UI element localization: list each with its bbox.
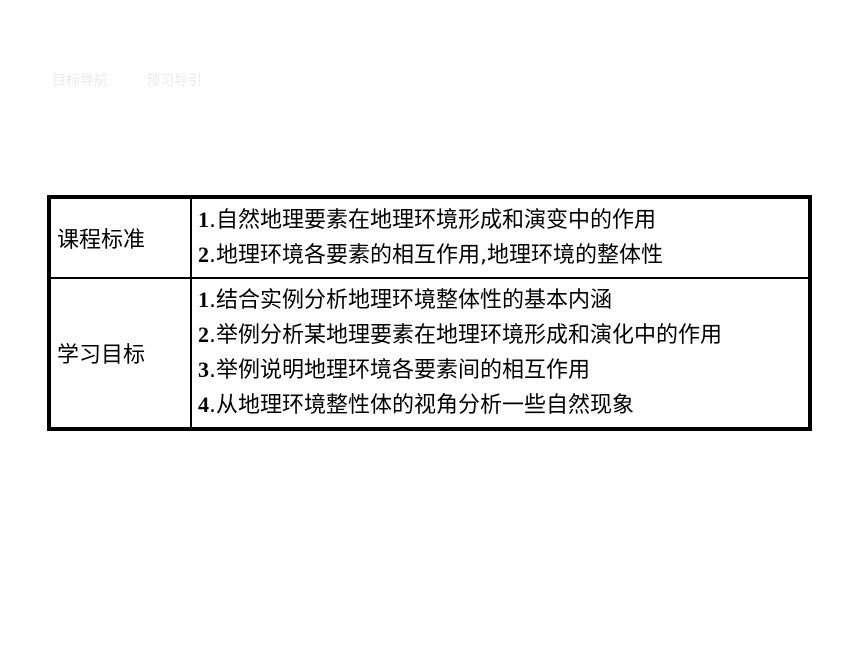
- list-item: 1.自然地理要素在地理环境形成和演变中的作用: [198, 207, 656, 233]
- row-content-goals: 1.结合实例分析地理环境整体性的基本内涵 2.举例分析某地理要素在地理环境形成和…: [190, 277, 811, 430]
- list-item: 2.举例分析某地理要素在地理环境形成和演化中的作用: [198, 322, 722, 348]
- row-label-goals: 学习目标: [48, 277, 192, 430]
- row-label-curriculum: 课程标准: [48, 196, 192, 279]
- list-item: 1.结合实例分析地理环境整体性的基本内涵: [198, 287, 612, 313]
- nav-tab-preview[interactable]: 预习导引: [146, 73, 202, 89]
- nav-tab-goal[interactable]: 目标导航: [52, 73, 108, 89]
- row-content-curriculum: 1.自然地理要素在地理环境形成和演变中的作用 2.地理环境各要素的相互作用,地理…: [190, 196, 811, 279]
- top-nav: 目标导航 预习导引: [52, 70, 202, 90]
- list-item: 4.从地理环境整性体的视角分析一些自然现象: [198, 392, 634, 418]
- standards-table: 课程标准 1.自然地理要素在地理环境形成和演变中的作用 2.地理环境各要素的相互…: [47, 195, 812, 431]
- list-item: 3.举例说明地理环境各要素间的相互作用: [198, 357, 590, 383]
- table-row-goals: 学习目标 1.结合实例分析地理环境整体性的基本内涵 2.举例分析某地理要素在地理…: [48, 277, 811, 430]
- list-item: 2.地理环境各要素的相互作用,地理环境的整体性: [198, 242, 663, 268]
- table-row-curriculum: 课程标准 1.自然地理要素在地理环境形成和演变中的作用 2.地理环境各要素的相互…: [48, 196, 811, 279]
